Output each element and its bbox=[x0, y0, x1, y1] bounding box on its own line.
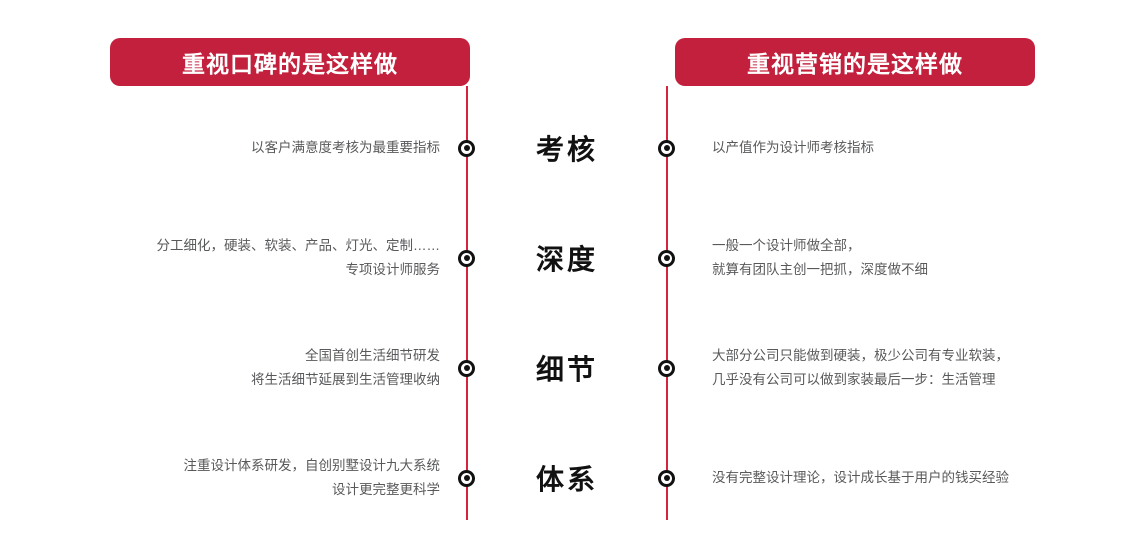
banner-left-title: 重视口碑的是这样做 bbox=[182, 51, 398, 77]
row-right-text: 以产值作为设计师考核指标 bbox=[712, 136, 1112, 160]
bullet-ring bbox=[661, 472, 672, 484]
bullet-dot bbox=[463, 475, 470, 481]
row-right-line: 一般一个设计师做全部， bbox=[712, 238, 861, 253]
target-bullet-icon bbox=[458, 359, 475, 377]
target-bullet-icon bbox=[458, 139, 475, 157]
comparison-row: 注重设计体系研发，自创别墅设计九大系统 设计更完整更科学 体系 没有完整设计理论… bbox=[0, 448, 1130, 508]
target-bullet-icon bbox=[658, 139, 675, 157]
row-left-line: 分工细化，硬装、软装、产品、灯光、定制…… bbox=[156, 238, 441, 253]
comparison-row: 分工细化，硬装、软装、产品、灯光、定制…… 专项设计师服务 深度 一般一个设计师… bbox=[0, 228, 1130, 288]
row-left-text: 全国首创生活细节研发 将生活细节延展到生活管理收纳 bbox=[40, 344, 440, 392]
timeline-spine-left bbox=[466, 86, 468, 520]
bullet-dot bbox=[463, 365, 470, 371]
row-right-line: 几乎没有公司可以做到家装最后一步：生活管理 bbox=[712, 372, 996, 387]
bullet-ring bbox=[461, 362, 472, 374]
row-left-text: 分工细化，硬装、软装、产品、灯光、定制…… 专项设计师服务 bbox=[40, 234, 441, 282]
row-center-label: 考核 bbox=[535, 134, 598, 165]
bullet-ring bbox=[461, 142, 472, 154]
row-right-text: 大部分公司只能做到硬装，极少公司有专业软装， 几乎没有公司可以做到家装最后一步：… bbox=[712, 344, 1112, 392]
row-center-label: 深度 bbox=[535, 244, 598, 275]
row-left-text: 注重设计体系研发，自创别墅设计九大系统 设计更完整更科学 bbox=[40, 454, 441, 502]
bullet-ring bbox=[461, 252, 472, 264]
row-right-line: 没有完整设计理论，设计成长基于用户的钱买经验 bbox=[712, 470, 1009, 485]
comparison-row: 全国首创生活细节研发 将生活细节延展到生活管理收纳 细节 大部分公司只能做到硬装… bbox=[0, 338, 1130, 398]
banner-left: 重视口碑的是这样做 bbox=[110, 38, 470, 86]
target-bullet-icon bbox=[458, 249, 475, 267]
bullet-dot bbox=[663, 475, 670, 481]
target-bullet-icon bbox=[658, 469, 675, 487]
bullet-dot bbox=[663, 145, 670, 151]
row-right-line: 就算有团队主创一把抓，深度做不细 bbox=[712, 262, 928, 277]
target-bullet-icon bbox=[658, 249, 675, 267]
comparison-row: 以客户满意度考核为最重要指标 考核 以产值作为设计师考核指标 bbox=[0, 118, 1130, 178]
bullet-ring bbox=[661, 362, 672, 374]
bullet-ring bbox=[661, 252, 672, 264]
row-right-line: 大部分公司只能做到硬装，极少公司有专业软装， bbox=[712, 348, 1009, 363]
bullet-ring bbox=[461, 472, 472, 484]
row-right-line: 以产值作为设计师考核指标 bbox=[712, 140, 874, 155]
timeline-spine-right bbox=[666, 86, 668, 520]
row-center-label: 体系 bbox=[535, 464, 598, 495]
target-bullet-icon bbox=[458, 469, 475, 487]
bullet-dot bbox=[663, 365, 670, 371]
banner-right-title: 重视营销的是这样做 bbox=[747, 51, 963, 77]
banner-right: 重视营销的是这样做 bbox=[675, 38, 1035, 86]
bullet-ring bbox=[661, 142, 672, 154]
row-left-line: 以客户满意度考核为最重要指标 bbox=[251, 140, 440, 155]
row-right-text: 没有完整设计理论，设计成长基于用户的钱买经验 bbox=[712, 466, 1112, 490]
bullet-dot bbox=[463, 145, 470, 151]
row-center-label: 细节 bbox=[535, 354, 598, 385]
row-left-line: 专项设计师服务 bbox=[345, 262, 441, 277]
row-left-line: 设计更完整更科学 bbox=[332, 482, 440, 497]
bullet-dot bbox=[663, 255, 670, 261]
bullet-dot bbox=[463, 255, 470, 261]
row-left-line: 全国首创生活细节研发 bbox=[305, 348, 440, 363]
row-left-line: 将生活细节延展到生活管理收纳 bbox=[251, 372, 440, 387]
row-left-line: 注重设计体系研发，自创别墅设计九大系统 bbox=[183, 458, 441, 473]
row-left-text: 以客户满意度考核为最重要指标 bbox=[40, 136, 440, 160]
target-bullet-icon bbox=[658, 359, 675, 377]
row-right-text: 一般一个设计师做全部， 就算有团队主创一把抓，深度做不细 bbox=[712, 234, 1112, 282]
